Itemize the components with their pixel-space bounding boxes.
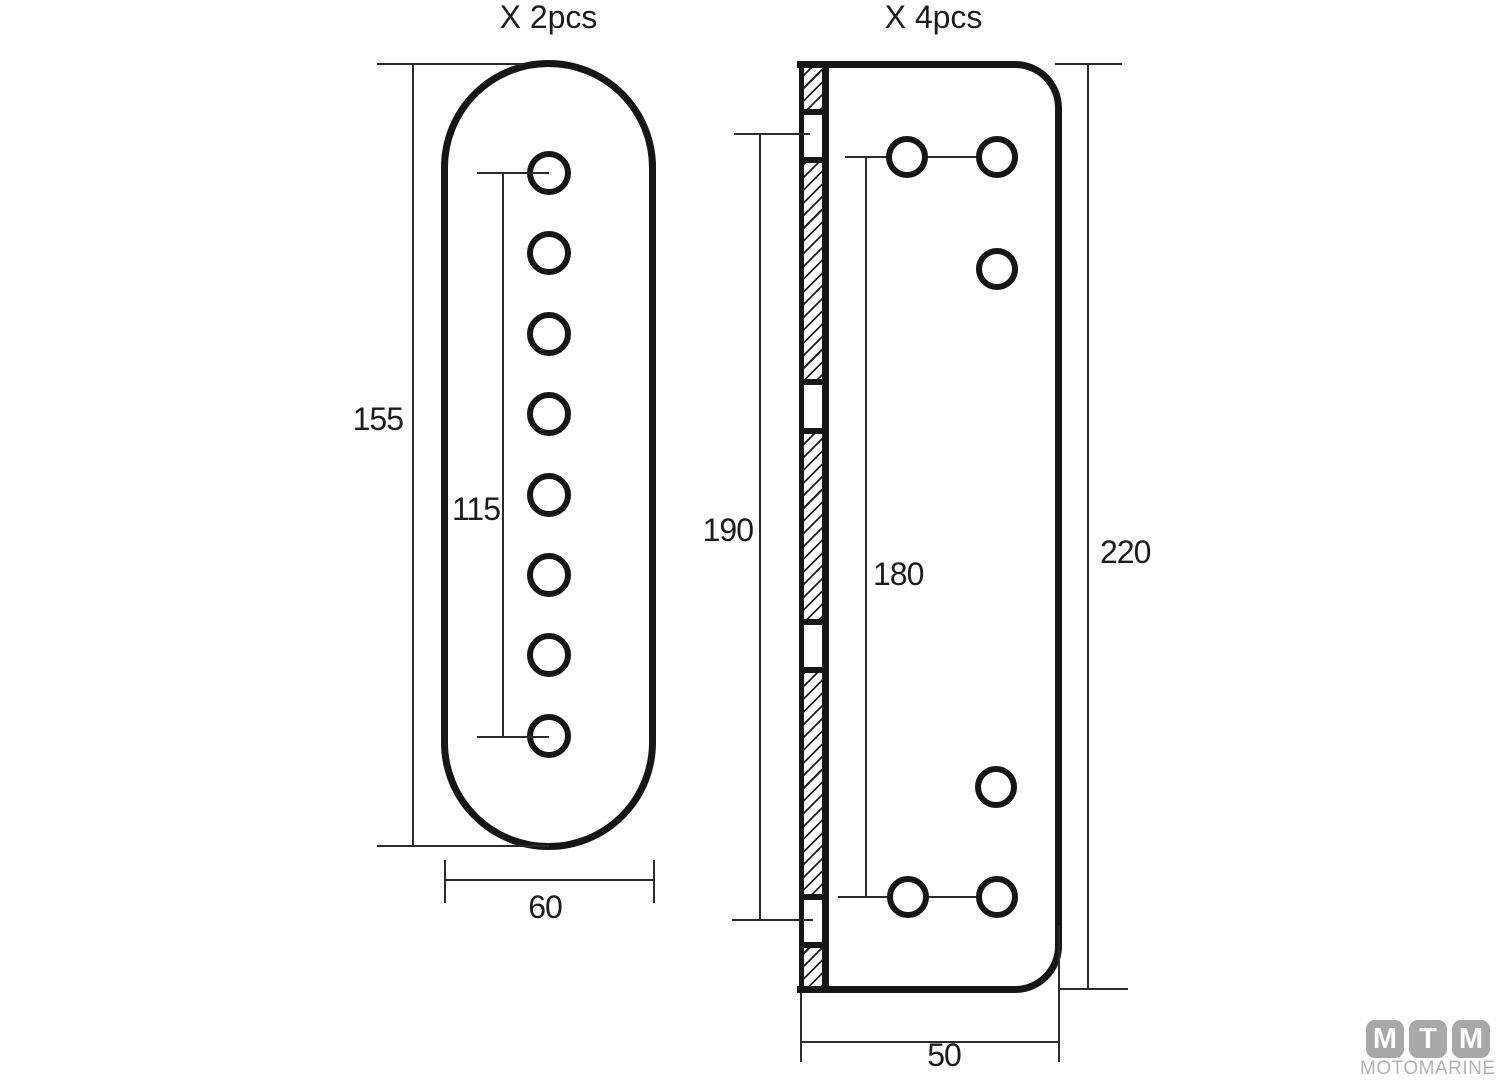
right-part-hole xyxy=(976,248,1018,290)
ext-line-220-bottom xyxy=(1060,988,1128,990)
dim-label-50: 50 xyxy=(927,1037,962,1073)
dim-line-190 xyxy=(759,134,761,920)
strip-window xyxy=(804,619,822,673)
dim-tick-190-bottom xyxy=(732,919,813,921)
right-part-hole xyxy=(976,876,1018,918)
dim-line-180 xyxy=(865,157,867,897)
left-part-hole xyxy=(527,312,571,356)
dim-tick-115-top xyxy=(477,172,549,174)
right-part-hole xyxy=(887,876,929,918)
dim-tick-115-bottom xyxy=(477,736,549,738)
ext-line-50-right xyxy=(1058,925,1060,1062)
dim-line-50 xyxy=(800,1041,1060,1043)
right-part-hole xyxy=(975,766,1017,808)
dim-line-155 xyxy=(412,64,414,846)
dim-line-115 xyxy=(502,173,504,737)
dim-label-180: 180 xyxy=(873,556,924,592)
hatched-edge-strip xyxy=(799,61,827,993)
dim-label-220: 220 xyxy=(1100,534,1151,570)
ext-line-60-left xyxy=(444,860,446,903)
left-part-quantity-label: X 2pcs xyxy=(499,0,598,35)
dim-line-60 xyxy=(444,879,655,881)
right-part-hole xyxy=(886,136,928,178)
strip-window xyxy=(804,109,822,163)
strip-top-cap xyxy=(797,61,829,68)
dim-tick-190-top xyxy=(734,133,810,135)
left-part-hole xyxy=(527,553,571,597)
ext-line-50-left xyxy=(800,993,802,1062)
left-part-hole xyxy=(527,633,571,677)
strip-window xyxy=(804,379,822,434)
logo-block-m2-icon: M xyxy=(1452,1020,1490,1058)
ext-line-155-top xyxy=(377,63,523,65)
right-part-quantity-label: X 4pcs xyxy=(884,0,983,35)
left-part-hole xyxy=(527,392,571,436)
right-part-outline xyxy=(822,61,1062,993)
strip-window xyxy=(804,894,822,948)
ext-line-60-right xyxy=(653,860,655,903)
left-part-hole xyxy=(527,473,571,517)
dim-line-220 xyxy=(1087,63,1089,990)
strip-bottom-cap xyxy=(797,986,829,993)
dim-label-115: 115 xyxy=(451,491,501,527)
dim-label-155: 155 xyxy=(352,401,404,437)
left-part-hole xyxy=(527,231,571,275)
dim-label-60: 60 xyxy=(528,889,563,925)
logo-block-t-icon: T xyxy=(1409,1020,1447,1058)
right-part-hole xyxy=(976,136,1018,178)
dim-label-190: 190 xyxy=(702,512,754,548)
logo-block-m1-icon: M xyxy=(1366,1020,1404,1058)
logo-subtitle: MOTOMARINE xyxy=(1360,1058,1496,1079)
ext-line-155-bottom xyxy=(377,845,549,847)
